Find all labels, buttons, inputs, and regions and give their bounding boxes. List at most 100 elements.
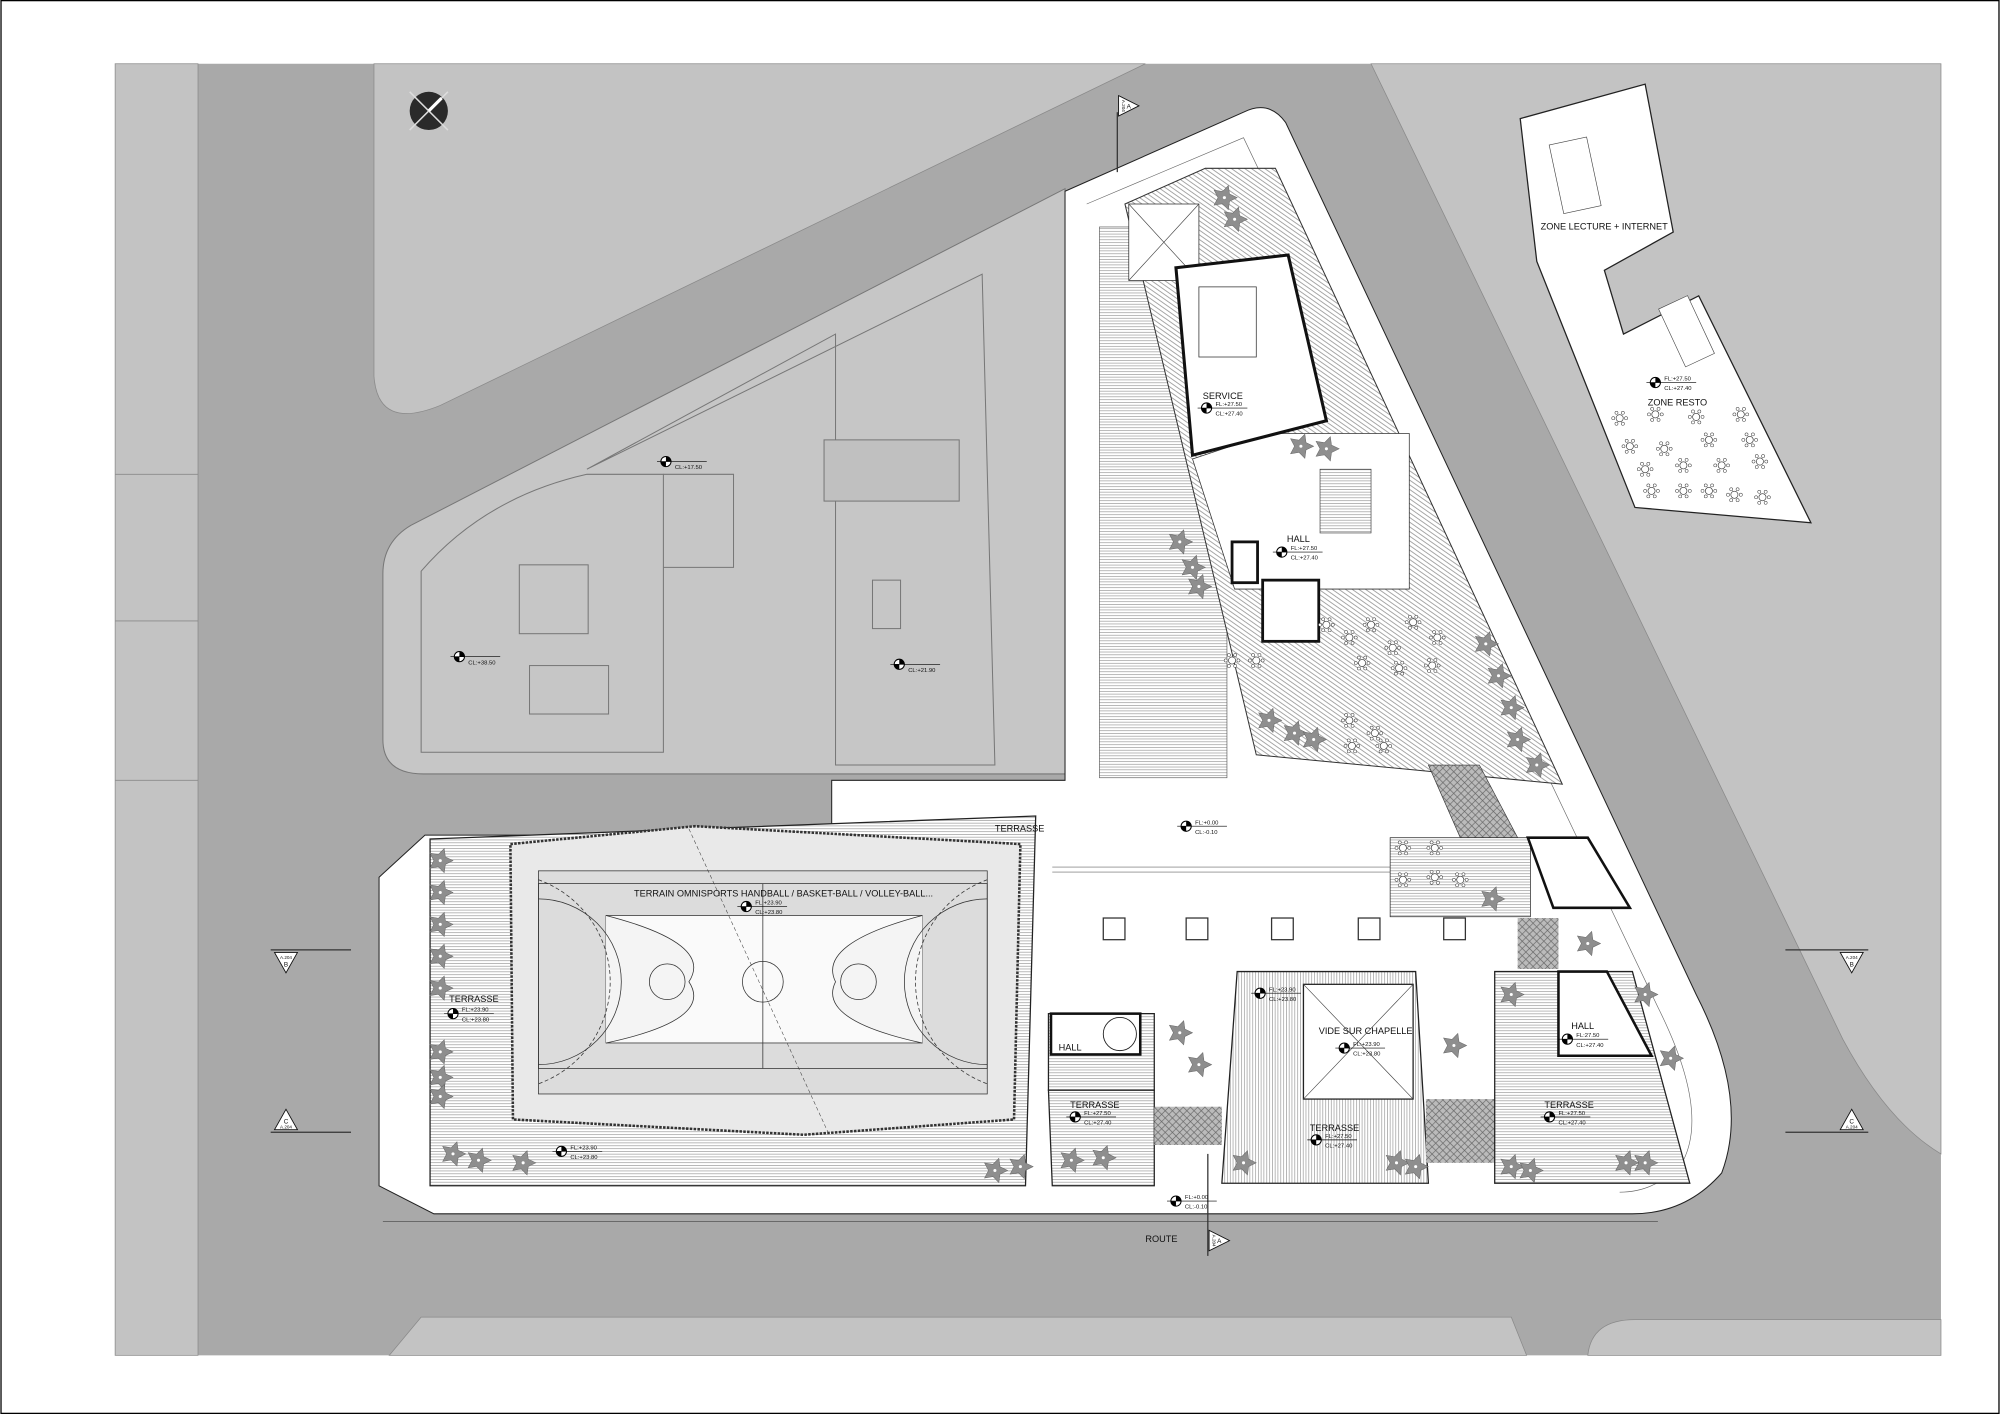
round-table-icon — [1429, 630, 1446, 645]
section-sheet: A.204 — [280, 955, 292, 960]
ceiling-level: CL:+27.40 — [1325, 1144, 1353, 1150]
label-hall-left: HALL — [1059, 1043, 1082, 1053]
section-sheet: A.204 — [1121, 100, 1126, 112]
tree-icon — [1659, 1045, 1684, 1071]
round-table-icon — [1343, 738, 1361, 754]
round-table-icon — [1688, 409, 1705, 425]
ceiling-level: CL:+23.80 — [462, 1017, 490, 1023]
round-table-icon — [1341, 713, 1358, 728]
level-marker: CL:+38.50 — [450, 651, 501, 666]
floor-level: FL:+23.90 — [462, 1008, 489, 1014]
north-arrow-icon — [409, 91, 449, 131]
tree-icon — [442, 1141, 467, 1167]
tree-icon — [1500, 1153, 1525, 1180]
north-wing — [1099, 167, 1564, 839]
section-marker-b-right: BA.204 — [1839, 951, 1864, 974]
tree-icon — [1092, 1145, 1117, 1171]
section-letter: A — [1127, 103, 1132, 110]
label-hall-right: HALL — [1571, 1021, 1594, 1031]
round-table-icon — [1751, 454, 1769, 469]
floor-level: FL:+27.50 — [1664, 377, 1691, 383]
round-table-icon — [1675, 458, 1692, 473]
level-symbol-fill — [1650, 377, 1661, 388]
tree-icon — [1404, 1153, 1429, 1180]
tree-icon — [1188, 1051, 1213, 1078]
section-triangle-icon — [273, 951, 299, 974]
label-zone-resto: ZONE RESTO — [1648, 397, 1707, 407]
floor-level: FL:+23.90 — [1269, 987, 1296, 993]
label-terrain-omnisports: TERRAIN OMNISPORTS HANDBALL / BASKET-BAL… — [634, 888, 933, 898]
level-symbol-fill — [1276, 546, 1287, 558]
tree-icon — [1481, 886, 1506, 912]
round-table-icon — [1375, 738, 1392, 754]
section-letter: A — [1217, 1238, 1222, 1245]
existing-buildings-parcel — [382, 187, 1066, 775]
site-inner-edge — [1086, 137, 1693, 1193]
section-triangle-icon — [1118, 94, 1140, 117]
round-table-icon — [1700, 432, 1718, 448]
round-table-icon — [1366, 725, 1384, 741]
round-table-icon — [1741, 432, 1758, 448]
tree-icon — [512, 1150, 537, 1176]
label-terrasse-hall-left: TERRASSE — [1070, 1100, 1119, 1110]
section-sheet: A.204 — [1211, 1235, 1216, 1247]
tree-icon — [984, 1157, 1009, 1184]
ceiling-level: CL:+27.40 — [1291, 556, 1319, 562]
round-table-icon — [1675, 483, 1692, 499]
floor-level: FL:+23.90 — [755, 901, 782, 907]
tree-icon — [467, 1147, 492, 1173]
section-marker-a-bottom: AA.204 — [1208, 1229, 1231, 1252]
round-table-icon — [1390, 660, 1408, 676]
tree-icon — [1315, 436, 1340, 462]
tree-icon — [1500, 981, 1525, 1008]
level-marker: CL:+17.50 — [657, 455, 707, 471]
round-table-icon — [1656, 441, 1673, 457]
tree-icon — [429, 879, 454, 906]
round-table-icon — [1726, 487, 1743, 502]
floor-level: FL:+23.90 — [570, 1145, 597, 1151]
level-symbol-fill — [556, 1146, 567, 1157]
ceiling-level: CL:+27.40 — [1558, 1121, 1586, 1127]
ceiling-level: CL:+17.50 — [675, 465, 703, 471]
round-table-icon — [1621, 438, 1639, 454]
ceiling-level: CL:+38.50 — [468, 660, 496, 666]
round-table-icon — [1318, 617, 1335, 633]
tables — [1223, 407, 1771, 888]
round-table-icon — [1248, 653, 1265, 668]
level-marker: CL:+21.90 — [890, 658, 941, 674]
section-triangle-icon — [1839, 1108, 1864, 1131]
round-table-icon — [1404, 614, 1422, 630]
round-table-icon — [1452, 872, 1469, 888]
round-table-icon — [1424, 658, 1441, 673]
tree-icon — [1168, 1020, 1194, 1046]
section-lines — [270, 112, 1869, 1256]
section-marker-a-top: AA.204 — [1118, 94, 1140, 117]
label-zone-lecture: ZONE LECTURE + INTERNET — [1541, 222, 1669, 232]
round-table-icon — [1754, 489, 1771, 505]
tree-icon — [1009, 1153, 1034, 1180]
ceiling-level: CL:-0.10 — [1185, 1205, 1208, 1211]
round-table-icon — [1647, 407, 1664, 422]
section-letter: B — [284, 961, 288, 968]
label-terrasse-chapelle: TERRASSE — [1310, 1123, 1359, 1133]
floor-level: FL:27.50 — [1576, 1033, 1600, 1039]
tree-icon — [429, 943, 454, 969]
floor-level: FL:+27.50 — [1084, 1111, 1111, 1117]
round-table-icon — [1394, 872, 1412, 888]
section-sheet: A.204 — [1846, 955, 1858, 960]
tree-icon — [1576, 930, 1602, 957]
section-marker-b-left: BA.204 — [273, 951, 299, 974]
section-sheet: A.204 — [280, 1124, 292, 1129]
tree-icon — [1258, 707, 1283, 734]
tree-icon — [429, 847, 454, 874]
